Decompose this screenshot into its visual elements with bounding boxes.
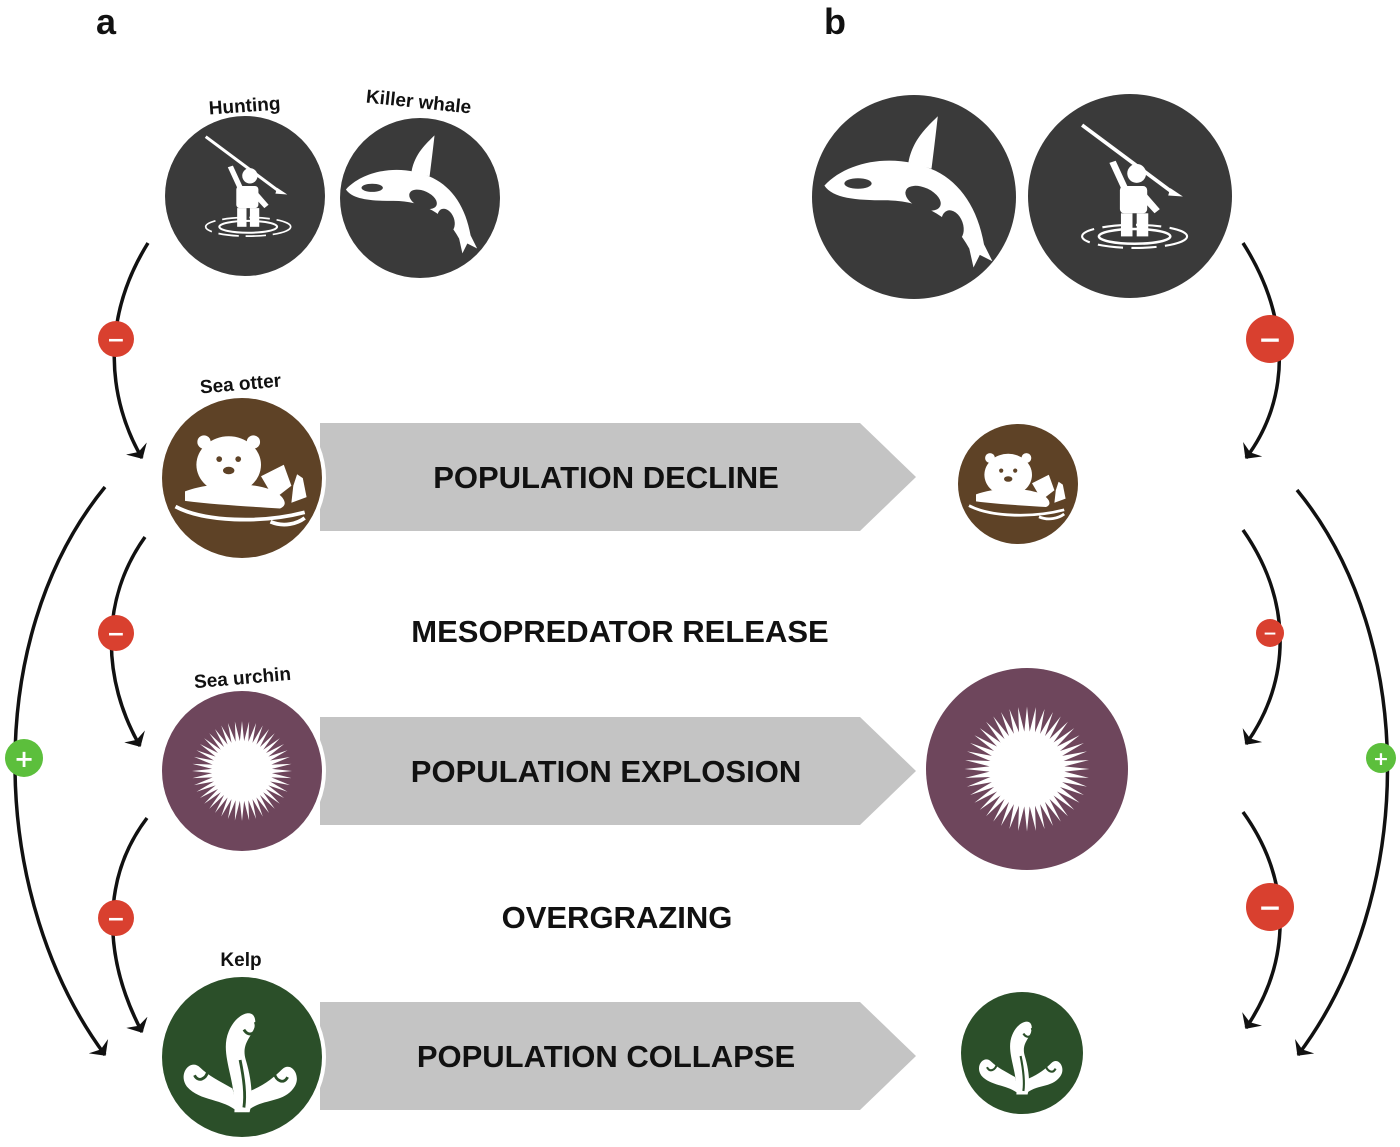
killer-whale-icon-b bbox=[812, 95, 1016, 299]
kelp-icon-b bbox=[961, 992, 1083, 1114]
plus-badge-a: + bbox=[5, 739, 43, 777]
minus-badge-b1: − bbox=[1246, 315, 1294, 363]
svg-text:−: − bbox=[1258, 323, 1281, 356]
minus-badge-a2: − bbox=[98, 615, 134, 651]
label-killer-whale: Killer whale bbox=[365, 87, 472, 119]
hunting-icon-a bbox=[165, 116, 325, 276]
label-hunting: Hunting bbox=[208, 94, 281, 120]
svg-text:−: − bbox=[107, 328, 125, 353]
svg-text:−: − bbox=[1263, 624, 1277, 644]
minus-badge-b3: − bbox=[1246, 883, 1294, 931]
population-decline-text: POPULATION DECLINE bbox=[433, 460, 779, 495]
urchin-spikes-icon bbox=[192, 721, 292, 821]
population-explosion-arrow: POPULATION EXPLOSION bbox=[320, 717, 916, 825]
sea-urchin-icon-a bbox=[158, 687, 326, 855]
sea-otter-icon-b bbox=[958, 424, 1078, 544]
panel-a-letter: a bbox=[96, 1, 117, 42]
arrows-panel-a bbox=[13, 242, 150, 1057]
minus-badge-a3: − bbox=[98, 900, 134, 936]
arrow-predators-to-otter-a bbox=[112, 242, 150, 459]
svg-text:−: − bbox=[107, 907, 125, 932]
mesopredator-release-label: MESOPREDATOR RELEASE bbox=[411, 614, 828, 649]
population-decline-arrow: POPULATION DECLINE bbox=[320, 423, 916, 531]
population-collapse-arrow: POPULATION COLLAPSE bbox=[320, 1002, 916, 1110]
population-explosion-text: POPULATION EXPLOSION bbox=[411, 754, 801, 789]
sea-urchin-icon-b bbox=[926, 668, 1128, 870]
label-kelp: Kelp bbox=[220, 950, 261, 971]
urchin-spikes-icon bbox=[964, 706, 1090, 832]
minus-badge-a1: − bbox=[98, 321, 134, 357]
panel-b-letter: b bbox=[824, 1, 846, 42]
svg-text:−: − bbox=[107, 622, 125, 647]
overgrazing-label: OVERGRAZING bbox=[502, 900, 733, 935]
arrow-otter-to-kelp-b bbox=[1295, 488, 1390, 1057]
svg-text:+: + bbox=[1373, 748, 1389, 770]
plus-badge-b: + bbox=[1366, 743, 1396, 773]
hunting-icon-b bbox=[1028, 94, 1232, 298]
arrows-panel-b bbox=[1241, 242, 1390, 1057]
svg-text:+: + bbox=[14, 745, 34, 773]
population-collapse-text: POPULATION COLLAPSE bbox=[417, 1039, 795, 1074]
minus-badge-b2: − bbox=[1256, 619, 1284, 647]
svg-text:−: − bbox=[1258, 891, 1281, 924]
killer-whale-icon-a bbox=[340, 118, 500, 278]
sea-otter-icon-a bbox=[158, 394, 326, 562]
kelp-icon-a bbox=[158, 973, 326, 1141]
